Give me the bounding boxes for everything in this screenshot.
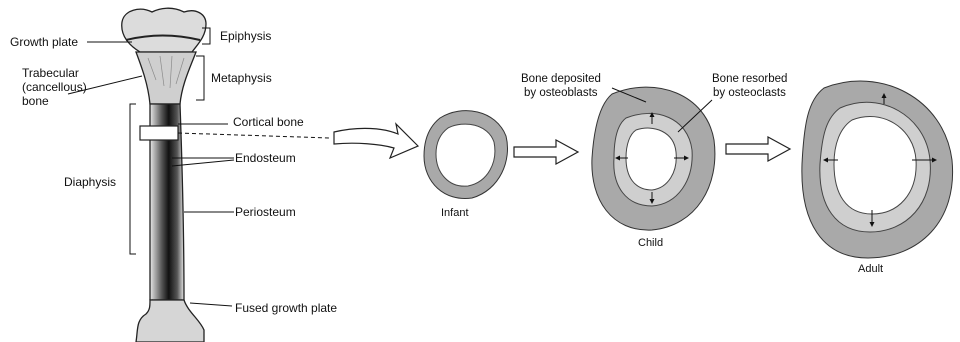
hollow-arrow-1 (514, 140, 578, 164)
adult-cross-section: Adult (802, 81, 953, 275)
label-cortical-bone: Cortical bone (233, 115, 304, 129)
label-periosteum: Periosteum (235, 205, 296, 219)
label-diaphysis: Diaphysis (64, 175, 116, 189)
cortical-section-marker (140, 126, 178, 140)
long-bone (122, 8, 206, 342)
epiphysis-head (122, 8, 206, 52)
label-fused-growth-plate: Fused growth plate (235, 301, 337, 315)
infant-cross-section: Infant (424, 111, 508, 219)
label-trabecular-2: (cancellous) (22, 80, 87, 94)
label-endosteum: Endosteum (235, 151, 296, 165)
label-growth-plate: Growth plate (10, 35, 78, 49)
label-bone-resorbed-1: Bone resorbed (712, 73, 787, 85)
label-trabecular-1: Trabecular (22, 66, 79, 80)
label-trabecular-3: bone (22, 94, 49, 108)
leader-lines (68, 28, 330, 306)
label-epiphysis: Epiphysis (220, 29, 271, 43)
metaphysis (136, 52, 196, 104)
lower-epiphysis (136, 300, 204, 342)
caption-adult: Adult (858, 263, 883, 275)
caption-infant: Infant (441, 207, 469, 219)
label-bone-deposited-2: by osteoblasts (524, 87, 598, 99)
curved-arrow-to-infant (334, 124, 418, 158)
caption-child: Child (638, 237, 663, 249)
label-metaphysis: Metaphysis (211, 71, 272, 85)
child-cross-section: Child (592, 87, 715, 249)
label-bone-resorbed-2: by osteoclasts (713, 87, 786, 99)
label-bone-deposited-1: Bone deposited (521, 73, 601, 85)
hollow-arrow-2 (726, 137, 790, 161)
